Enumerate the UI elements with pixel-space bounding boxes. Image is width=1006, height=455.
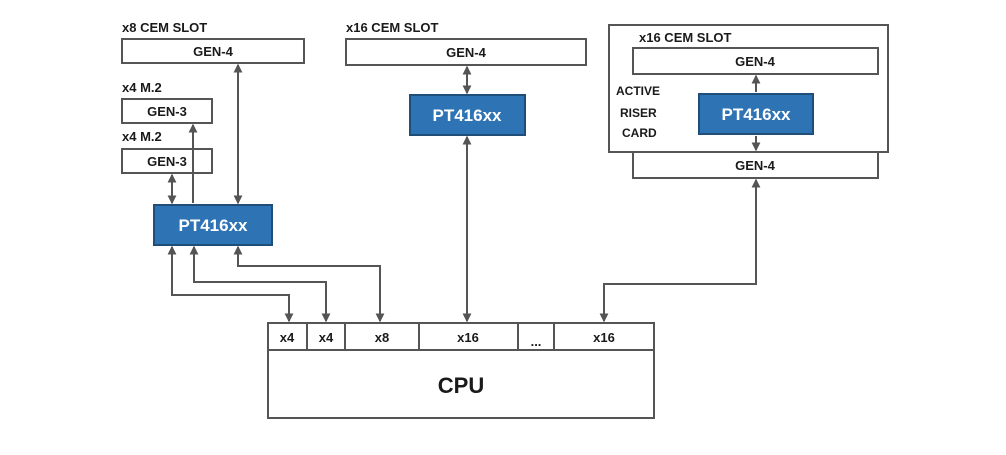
- cpu-lane-x16-b: x16: [593, 330, 615, 345]
- mid-switch-label: PT416xx: [433, 106, 503, 125]
- left-m2-top-box: [121, 98, 213, 124]
- riser-to-cpu-x16-arrow: [599, 178, 761, 323]
- left-switch-label: PT416xx: [179, 216, 249, 235]
- right-cem-slot-label: x16 CEM SLOT: [639, 30, 732, 45]
- left-switch-to-cpu-x4a-arrow: [167, 245, 294, 323]
- riser-label-line3: CARD: [622, 126, 657, 140]
- cpu-label: CPU: [438, 373, 484, 398]
- left-m2-bottom-label: x4 M.2: [122, 129, 162, 144]
- left-cem-gen: GEN-4: [193, 44, 234, 59]
- left-cem-slot-box: [121, 38, 305, 64]
- riser-label-line1: ACTIVE: [616, 84, 660, 98]
- left-m2-top-label: x4 M.2: [122, 80, 162, 95]
- cpu-lane-x8: x8: [375, 330, 389, 345]
- riser-gen: GEN-4: [735, 158, 776, 173]
- riser-label-line2: RISER: [620, 106, 657, 120]
- cpu-lane-ellipsis: ...: [531, 334, 542, 349]
- cpu-lane-x4-b: x4: [319, 330, 334, 345]
- mid-cem-slot-box: [345, 38, 587, 66]
- left-m2-bottom-box: [121, 148, 213, 174]
- left-switch-chip: [153, 204, 273, 246]
- left-m2-bottom-gen: GEN-3: [147, 154, 187, 169]
- left-cem-slot-label: x8 CEM SLOT: [122, 20, 207, 35]
- right-cem-slot-box: [632, 47, 879, 75]
- mid-switch-chip: [409, 94, 526, 136]
- right-switch-chip: [698, 93, 814, 135]
- right-switch-label: PT416xx: [722, 105, 792, 124]
- cpu-lane-x16-a: x16: [457, 330, 479, 345]
- left-m2-top-gen: GEN-3: [147, 104, 187, 119]
- cpu-box: [267, 322, 655, 419]
- cpu-lane-x4-a: x4: [280, 330, 295, 345]
- left-switch-to-cpu-x8-arrow: [233, 245, 385, 323]
- mid-cem-gen: GEN-4: [446, 45, 487, 60]
- left-switch-to-cpu-x4b-arrow: [189, 245, 331, 323]
- riser-gen-box: [632, 151, 879, 179]
- mid-cem-slot-label: x16 CEM SLOT: [346, 20, 439, 35]
- right-cem-gen: GEN-4: [735, 54, 776, 69]
